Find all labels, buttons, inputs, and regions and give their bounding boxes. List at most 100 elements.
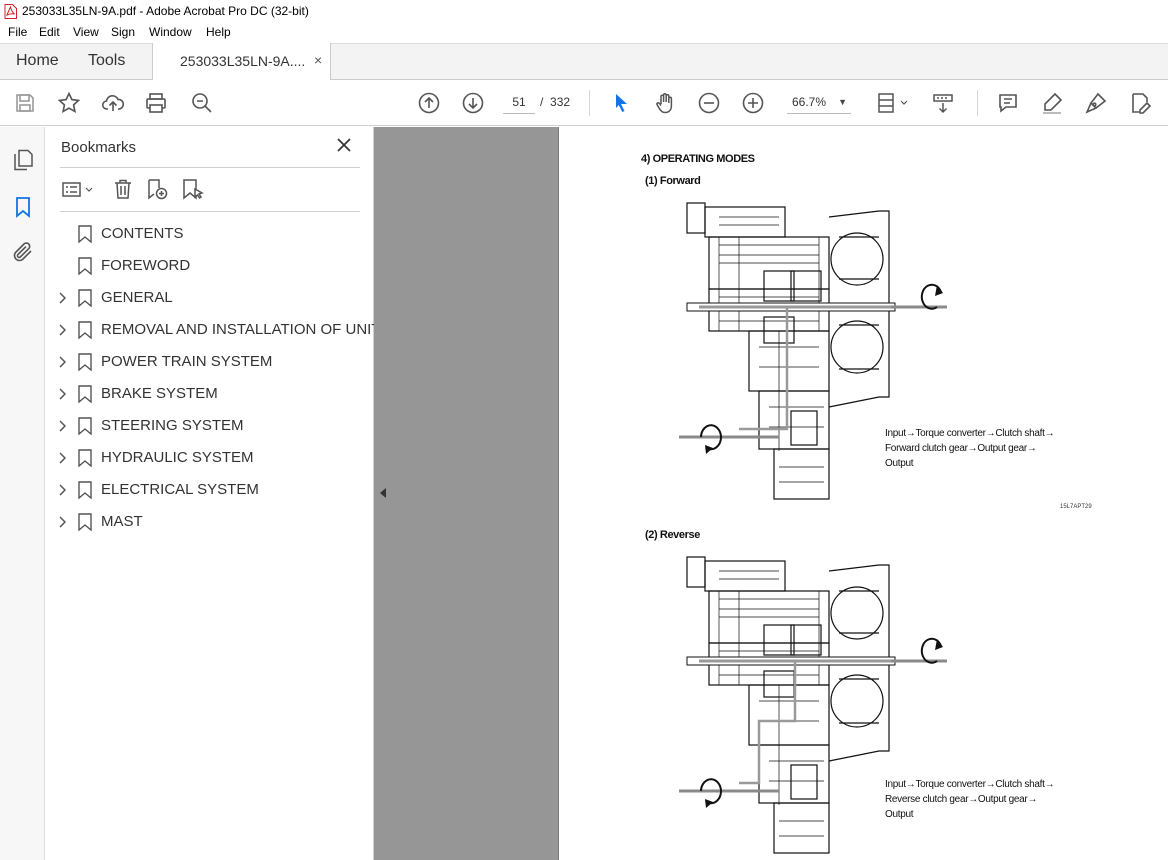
bookmark-icon [78, 289, 92, 307]
comment-icon[interactable] [996, 91, 1020, 115]
reverse-title: (2) Reverse [645, 529, 700, 541]
select-cursor-icon[interactable] [609, 91, 633, 115]
page-thumbnails-icon[interactable] [11, 148, 35, 172]
bookmark-label: MAST [101, 513, 143, 530]
bookmark-icon [78, 257, 92, 275]
bookmark-item-hydraulic[interactable]: HYDRAULIC SYSTEM [45, 443, 374, 475]
chevron-right-icon[interactable] [58, 292, 66, 304]
bookmark-icon [78, 385, 92, 403]
zoom-out-icon[interactable] [697, 91, 721, 115]
bookmark-item-electrical[interactable]: ELECTRICAL SYSTEM [45, 475, 374, 507]
bookmark-item-foreword[interactable]: FOREWORD [45, 251, 374, 283]
page-fit-icon[interactable] [876, 91, 910, 115]
bookmark-label: GENERAL [101, 289, 173, 306]
chevron-right-icon[interactable] [58, 452, 66, 464]
save-icon[interactable] [13, 91, 37, 115]
menu-file[interactable]: File [8, 25, 28, 39]
tab-document-label: 253033L35LN-9A.... [180, 53, 306, 69]
bookmark-label: FOREWORD [101, 257, 191, 274]
bookmark-icon [78, 321, 92, 339]
navigation-rail [0, 127, 45, 860]
chevron-right-icon[interactable] [58, 356, 66, 368]
tab-home[interactable]: Home [16, 52, 59, 69]
forward-caption-line-3: Output [885, 458, 914, 469]
zoom-level-select[interactable]: 66.7% ▼ [787, 90, 851, 114]
collapse-panel-icon[interactable] [379, 487, 387, 499]
reverse-caption-line-3: Output [885, 809, 914, 820]
zoom-in-icon[interactable] [741, 91, 765, 115]
menu-window[interactable]: Window [149, 25, 192, 39]
bookmark-item-mast[interactable]: MAST [45, 507, 374, 539]
chevron-right-icon[interactable] [58, 388, 66, 400]
menu-bar: File Edit View Sign Window Help [0, 22, 1168, 43]
reverse-caption-line-2: Reverse clutch gear→Output gear→ [885, 794, 1038, 805]
bookmark-label: STEERING SYSTEM [101, 417, 244, 434]
page-separator: / [540, 95, 544, 109]
bookmark-list: CONTENTS FOREWORD GENERAL REMOVAL AND IN… [45, 219, 381, 539]
hand-tool-icon[interactable] [653, 91, 677, 115]
forward-title: (1) Forward [645, 175, 701, 187]
chevron-right-icon[interactable] [58, 420, 66, 432]
bookmarks-panel: Bookmarks CONTENTS FOREWORD GENERAL REMO… [45, 127, 381, 860]
menu-help[interactable]: Help [206, 25, 231, 39]
sign-pen-icon[interactable] [1084, 91, 1108, 115]
bookmark-item-steering[interactable]: STEERING SYSTEM [45, 411, 374, 443]
bookmarks-rail-icon[interactable] [11, 195, 35, 219]
attachments-paperclip-icon[interactable] [11, 240, 35, 264]
bookmark-label: CONTENTS [101, 225, 184, 242]
bookmark-item-general[interactable]: GENERAL [45, 283, 374, 315]
reverse-caption-line-1: Input→Torque converter→Clutch shaft→ [885, 779, 1055, 790]
zoom-level-value: 66.7% [792, 95, 827, 109]
bookmark-icon [78, 417, 92, 435]
close-panel-icon[interactable] [336, 137, 352, 153]
bookmark-item-removal-installation[interactable]: REMOVAL AND INSTALLATION OF UNIT [45, 315, 381, 347]
bookmark-icon [78, 513, 92, 531]
bookmark-icon [78, 449, 92, 467]
menu-sign[interactable]: Sign [111, 25, 136, 39]
bookmark-item-power-train[interactable]: POWER TRAIN SYSTEM [45, 347, 374, 379]
scrolling-mode-icon[interactable] [931, 91, 955, 115]
panel-divider [60, 211, 360, 212]
tab-close-icon[interactable]: × [314, 52, 323, 68]
upload-cloud-icon[interactable] [101, 91, 125, 115]
bookmark-icon [78, 353, 92, 371]
toolbar: 51 / 332 66.7% ▼ [0, 80, 1168, 126]
previous-page-icon[interactable] [417, 91, 441, 115]
toolbar-divider [589, 90, 590, 116]
acrobat-pdf-icon [4, 4, 17, 19]
bookmark-label: POWER TRAIN SYSTEM [101, 353, 273, 370]
reverse-caption: Input→Torque converter→Clutch shaft→ Rev… [885, 777, 1055, 822]
bookmark-icon [78, 481, 92, 499]
forward-caption-line-1: Input→Torque converter→Clutch shaft→ [885, 428, 1055, 439]
bookmark-options-icon[interactable] [61, 177, 95, 201]
document-viewport[interactable]: 4) OPERATING MODES (1) Forward [374, 127, 1168, 860]
chevron-right-icon[interactable] [58, 484, 66, 496]
tab-tools[interactable]: Tools [88, 52, 126, 69]
bookmark-from-selection-icon[interactable] [181, 177, 205, 201]
tab-document[interactable]: 253033L35LN-9A.... × [152, 43, 331, 80]
bookmark-label: BRAKE SYSTEM [101, 385, 218, 402]
toolbar-divider [977, 90, 978, 116]
next-page-icon[interactable] [461, 91, 485, 115]
new-bookmark-icon[interactable] [145, 177, 169, 201]
zoom-search-icon[interactable] [190, 91, 214, 115]
pdf-page: 4) OPERATING MODES (1) Forward [558, 127, 1168, 860]
reverse-mode-diagram [679, 556, 947, 854]
bookmark-item-brake[interactable]: BRAKE SYSTEM [45, 379, 374, 411]
section-heading: 4) OPERATING MODES [641, 153, 755, 165]
delete-bookmark-icon[interactable] [111, 177, 135, 201]
menu-edit[interactable]: Edit [39, 25, 60, 39]
highlight-pen-icon[interactable] [1040, 91, 1064, 115]
bookmark-star-icon[interactable] [57, 91, 81, 115]
forward-caption: Input→Torque converter→Clutch shaft→ For… [885, 426, 1055, 471]
window-title: 253033L35LN-9A.pdf - Adobe Acrobat Pro D… [22, 4, 309, 18]
bookmark-item-contents[interactable]: CONTENTS [45, 219, 374, 251]
chevron-right-icon[interactable] [58, 516, 66, 528]
edit-pdf-icon[interactable] [1128, 91, 1152, 115]
tab-bar-empty [331, 43, 1168, 80]
chevron-right-icon[interactable] [58, 324, 66, 336]
page-total-value: 332 [550, 95, 571, 109]
print-icon[interactable] [144, 91, 168, 115]
page-number-input[interactable]: 51 [503, 90, 535, 114]
menu-view[interactable]: View [73, 25, 99, 39]
